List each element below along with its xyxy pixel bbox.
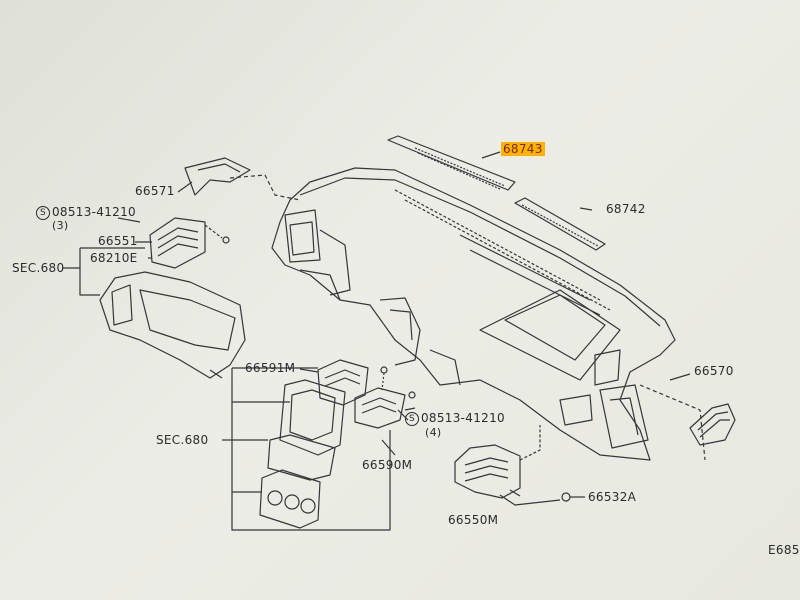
- center-panel-stack: [259, 379, 346, 529]
- leader-lines: [117, 151, 691, 497]
- defroster-grille-68743: [387, 135, 516, 191]
- service-symbol-icon: S: [36, 205, 50, 220]
- service-symbol-icon: S: [405, 411, 419, 426]
- clip-66532a: [561, 492, 585, 502]
- cluster-finisher-68210e: [99, 271, 246, 379]
- side-vent-66570: [639, 384, 736, 461]
- figure-code: E685: [768, 543, 800, 557]
- part-number-66550m: 66550M: [448, 513, 499, 527]
- part-number-68210e: 68210E: [90, 251, 138, 265]
- part-number-66590m: 66590M: [362, 458, 413, 472]
- section-ref-680-upper: SEC.680: [12, 261, 65, 275]
- instrument-panel: [271, 167, 676, 461]
- defroster-grille-68742: [514, 197, 606, 251]
- bolt-center: [404, 391, 416, 411]
- part-number-68743: 68743: [501, 142, 545, 156]
- center-vents: [317, 359, 406, 429]
- part-number-66591m: 66591M: [245, 361, 296, 375]
- lower-vent-66550m: [454, 425, 561, 506]
- cover-66571: [184, 157, 301, 201]
- bolt-qty-top: (3): [52, 219, 69, 232]
- bolt-part-number-mid: 08513-41210: [421, 411, 505, 425]
- part-number-66571: 66571: [135, 184, 175, 198]
- section-ref-680-lower: SEC.680: [156, 433, 209, 447]
- bolt-qty-mid: (4): [425, 426, 442, 439]
- part-number-68742: 68742: [606, 202, 646, 216]
- part-number-66532a: 66532A: [588, 490, 637, 504]
- bolt-part-number-top: 08513-41210: [52, 205, 136, 219]
- part-number-66570: 66570: [694, 364, 734, 378]
- part-number-66551: 66551: [98, 234, 138, 248]
- side-vent-66551: [149, 217, 230, 269]
- bracket-upper-left: [62, 247, 145, 296]
